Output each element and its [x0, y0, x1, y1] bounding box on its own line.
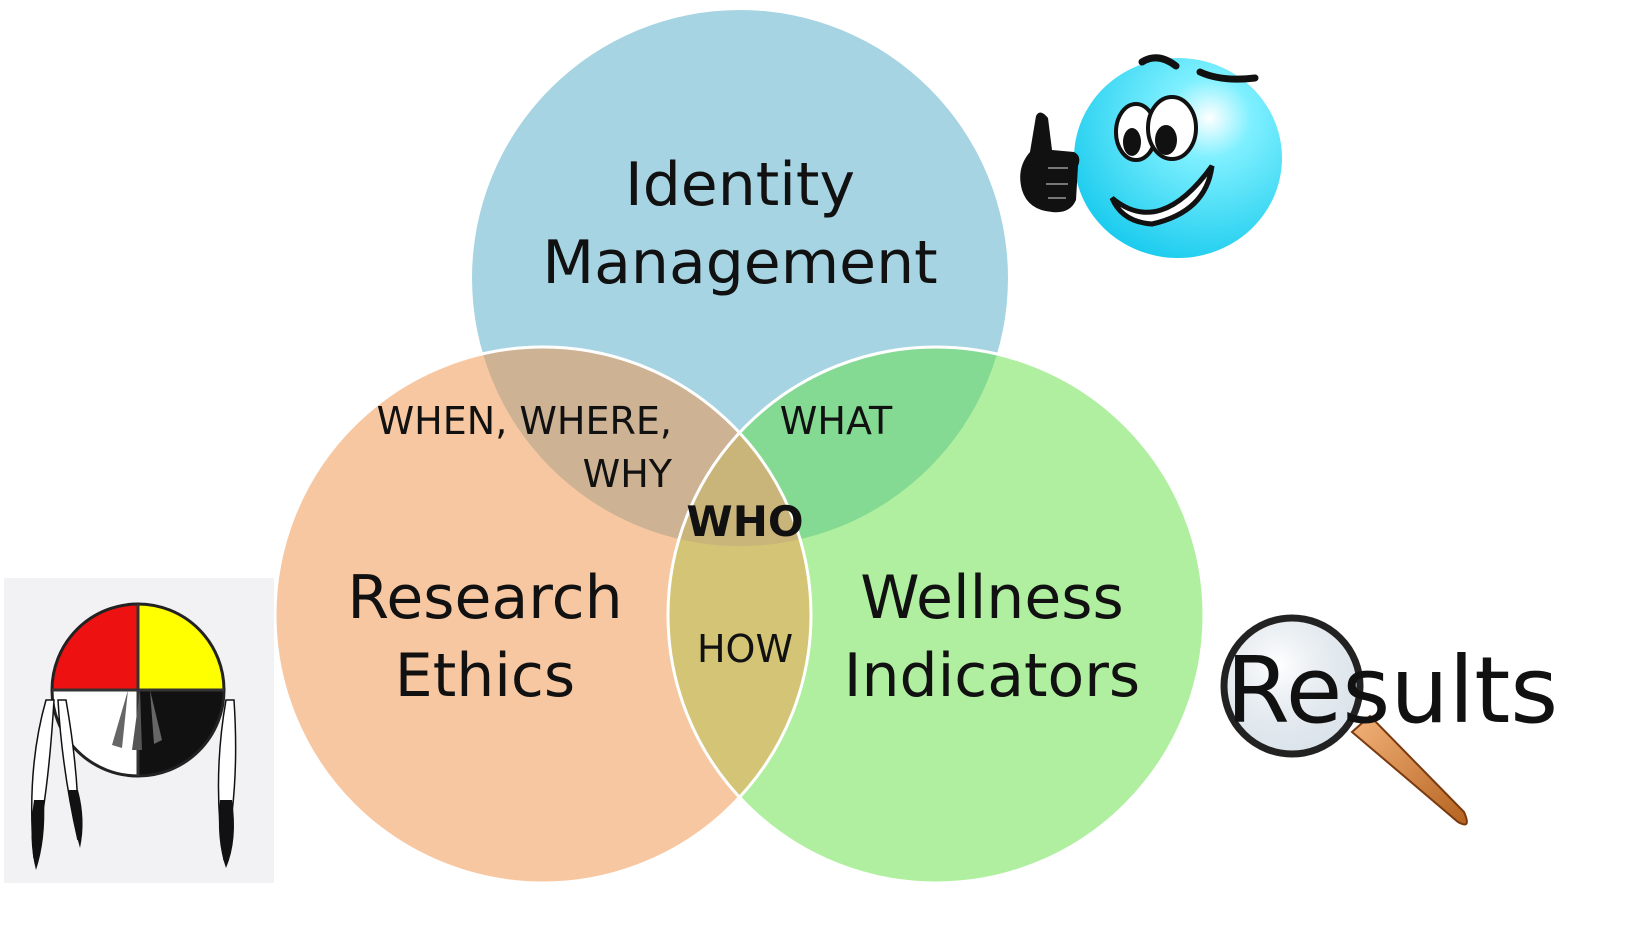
ethics-outline	[273, 345, 813, 885]
medicine-wheel-icon	[4, 578, 274, 883]
identity-label-line2: Management	[542, 228, 937, 298]
identity-ethics-label-line1: WHEN, WHERE,	[377, 399, 672, 443]
overlap-identity-ethics	[472, 347, 811, 546]
ethics-wellness-label: HOW	[697, 627, 793, 671]
identity-wellness-label: WHAT	[780, 399, 893, 443]
wellness-outline	[666, 345, 1206, 885]
ethics-label-line1: Research	[347, 563, 622, 633]
thumbs-up-smiley-icon	[1020, 54, 1282, 258]
wellness-label-line1: Wellness	[860, 563, 1124, 633]
overlap-identity-wellness	[668, 347, 1008, 546]
center-label: WHO	[686, 497, 803, 546]
ethics-label-line2: Ethics	[395, 641, 575, 711]
identity-label-line1: Identity	[625, 150, 855, 220]
results-text: Results	[1226, 637, 1558, 744]
identity-ethics-label-line2: WHY	[583, 452, 673, 496]
magnifying-glass-icon	[1220, 614, 1468, 826]
wellness-label-line2: Indicators	[844, 641, 1140, 711]
